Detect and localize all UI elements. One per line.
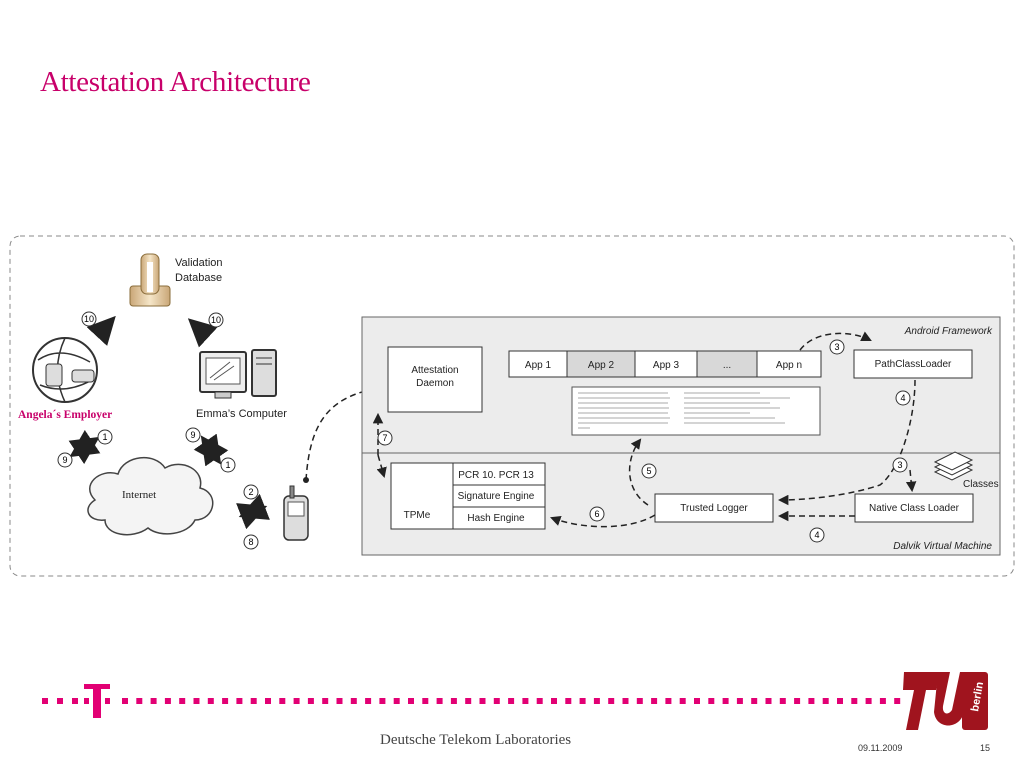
step-9-computer: 9 [190,430,195,440]
slide-title: Attestation Architecture [40,66,311,98]
arrow-computer-internet [193,433,229,467]
path-class-loader-box [853,349,973,379]
tpm-box [390,462,546,530]
app-2-label: App 2 [588,360,615,371]
measurement-log-panel [571,386,821,436]
attestation-daemon-label-1: Attestation [411,365,458,376]
attestation-daemon-box [387,346,483,413]
classes-stack-icon [933,451,974,481]
outer-frame [9,235,1015,577]
validation-db-label-2: Database [175,272,222,284]
database-icon [129,253,171,307]
computer-label: Emma’s Computer [196,408,287,420]
android-framework-label: Android Framework [904,326,993,337]
step-4-bottom: 4 [814,530,819,540]
arrow-10-left [86,315,116,346]
step-6: 6 [594,509,599,519]
employer-label: Angela´s Employer [18,409,112,421]
pcr-label: PCR 10. PCR 13 [458,470,534,481]
tpm-label: TPMe [404,510,431,521]
step-5: 5 [646,466,651,476]
native-class-loader-label: Native Class Loader [869,503,960,514]
dashed-link-phone-daemon [305,386,386,481]
validation-db-label-1: Validation [175,257,223,269]
phone-icon [283,485,309,541]
signature-engine-label: Signature Engine [458,491,535,502]
trusted-logger-label: Trusted Logger [680,503,748,514]
step-10-right: 10 [211,315,221,325]
footer-organization: Deutsche Telekom Laboratories [380,732,572,748]
flow-arrows [372,331,917,528]
step-3-top: 3 [834,342,839,352]
internet-label: Internet [122,489,156,501]
arrow-10-right [187,318,218,348]
app-n-label: App n [776,360,802,371]
footer-date: 09.11.2009 [858,743,903,753]
step-8: 8 [248,537,253,547]
telekom-logo [42,684,110,718]
arrow-internet-phone [236,493,270,530]
globe-icon [32,337,98,403]
step-9-employer: 9 [62,455,67,465]
app-3-label: App 3 [653,360,680,371]
svg-text:berlin: berlin [969,681,986,713]
step-7: 7 [382,433,387,443]
computer-icon [199,349,277,399]
apps-row: App 1 App 2 App 3 ... App n [508,350,822,378]
trusted-logger-box [654,493,774,523]
native-class-loader-box [854,493,974,523]
path-class-loader-label: PathClassLoader [875,359,952,370]
app-1-label: App 1 [525,360,552,371]
footer-page-number: 15 [980,743,991,753]
step-10-left: 10 [84,314,94,324]
classes-label: Classes [963,479,999,490]
arrow-employer-internet [68,429,101,465]
step-1-computer: 1 [225,460,230,470]
step-2: 2 [248,487,253,497]
step-4-top: 4 [900,393,905,403]
step-1-employer: 1 [102,432,107,442]
dotted-divider [122,698,901,704]
dalvik-label: Dalvik Virtual Machine [893,541,992,552]
hash-engine-label: Hash Engine [467,513,525,524]
tu-berlin-logo: berlin [903,672,988,730]
app-ellipsis-label: ... [723,360,731,371]
attestation-daemon-label-2: Daemon [416,378,454,389]
internet-cloud-icon [87,456,214,536]
step-3-bottom: 3 [897,460,902,470]
